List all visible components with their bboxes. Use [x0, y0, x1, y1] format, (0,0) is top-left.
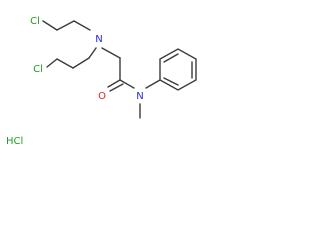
bond-n-ch2-left: [88, 47, 97, 59]
phenyl-inner-3: [163, 77, 179, 86]
bond-carbonyl-o-2: [109, 83, 124, 92]
bond-n-ch2-right: [101, 47, 121, 59]
atom-cl-left: Cl: [33, 64, 43, 75]
structure-diagram: Cl Cl N N O HCl: [0, 0, 215, 157]
phenyl-ring: [159, 48, 197, 91]
atom-n-amide: N: [136, 91, 143, 102]
bond-ch2-cl-end: [46, 58, 58, 68]
atom-n-amine: N: [95, 34, 102, 45]
atom-cl-top: Cl: [30, 16, 40, 27]
bond-lines: [42, 20, 197, 119]
molecule-drawing: Cl Cl N N O HCl: [6, 16, 197, 147]
bond-carbonyl-o-1: [107, 79, 121, 88]
bond-ch2-n-top: [73, 20, 91, 31]
bond-ch2-ch2-left: [72, 57, 90, 69]
atom-o-carbonyl: O: [98, 91, 106, 102]
bond-ch2-cl-left: [56, 58, 74, 69]
bond-ch2-ch2-top: [56, 20, 75, 31]
hcl-label: HCl: [6, 136, 23, 147]
bond-n-phenyl: [145, 79, 161, 89]
bond-carbonyl-n: [119, 79, 135, 89]
phenyl-inner-1: [163, 53, 179, 63]
bond-cl-top-ch2: [42, 20, 58, 31]
